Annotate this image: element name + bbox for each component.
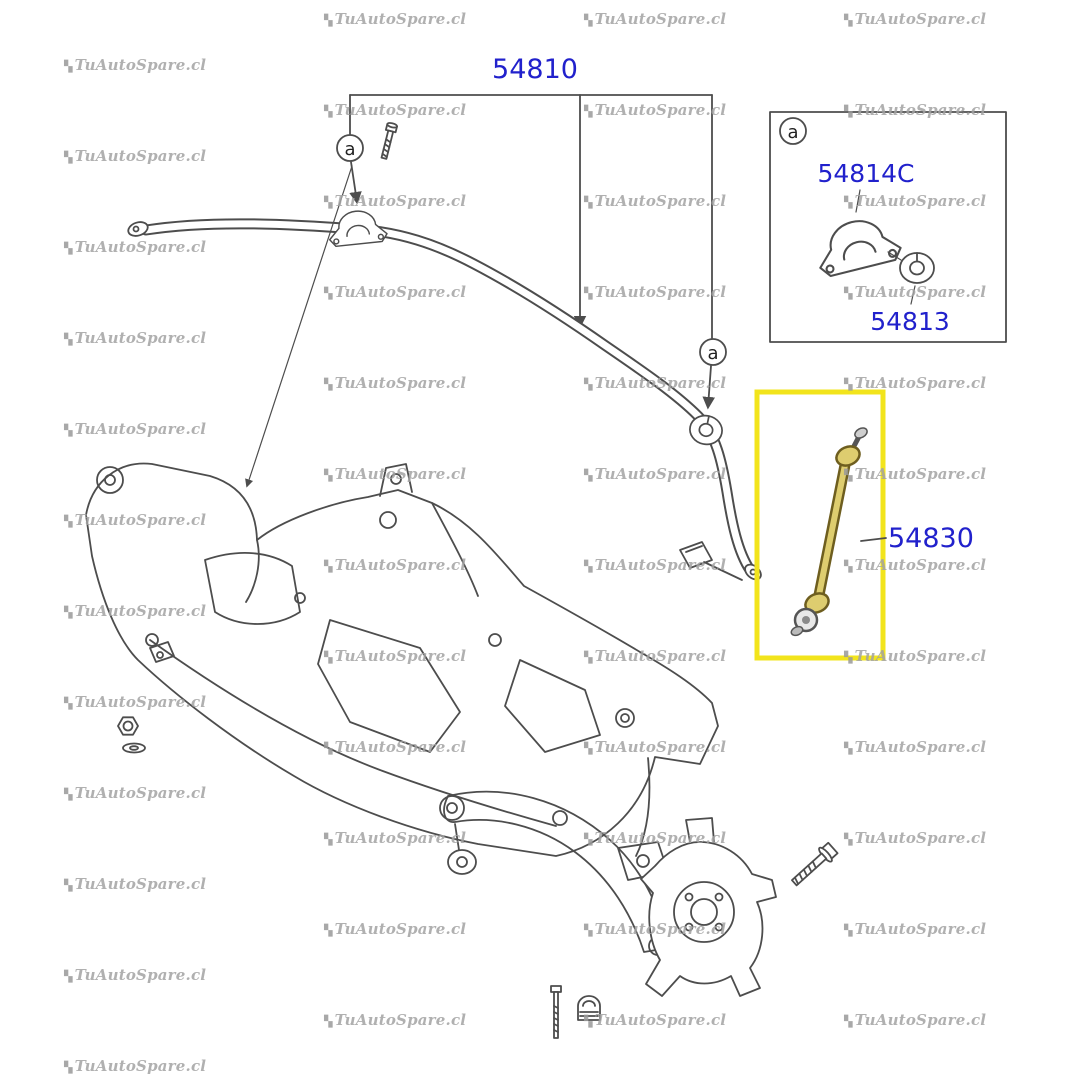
callout-a-left: a (336, 134, 364, 162)
nut-washer (117, 716, 146, 754)
callout-a-right-label: a (707, 343, 718, 364)
callout-arrows (245, 161, 716, 488)
clamp-small (577, 995, 601, 1021)
callout-a-left-label: a (344, 139, 355, 160)
inset-bracket-54814C (810, 211, 905, 279)
subframe-crossmember (85, 462, 719, 881)
bolt-bracket-mount (380, 122, 398, 160)
inset-bushing-54813 (899, 252, 935, 284)
inset-callout-a-label: a (787, 122, 798, 143)
callout-54810-leaders (349, 94, 713, 339)
stabilizer-clamp (679, 541, 743, 581)
part-label-54814C[interactable]: 54814C (818, 159, 915, 188)
inset-detail-box: a 54814C 54813 (769, 111, 1007, 343)
part-label-54813[interactable]: 54813 (870, 307, 950, 336)
bolt-long (550, 985, 562, 1039)
bolt-knuckle (791, 841, 839, 887)
steering-knuckle (640, 817, 777, 997)
part-label-54830[interactable]: 54830 (888, 523, 974, 554)
leader-54830 (860, 537, 887, 542)
highlight-box (754, 389, 886, 661)
part-label-54810[interactable]: 54810 (492, 54, 578, 85)
stabilizer-link (790, 427, 868, 637)
callout-a-right: a (699, 338, 727, 366)
